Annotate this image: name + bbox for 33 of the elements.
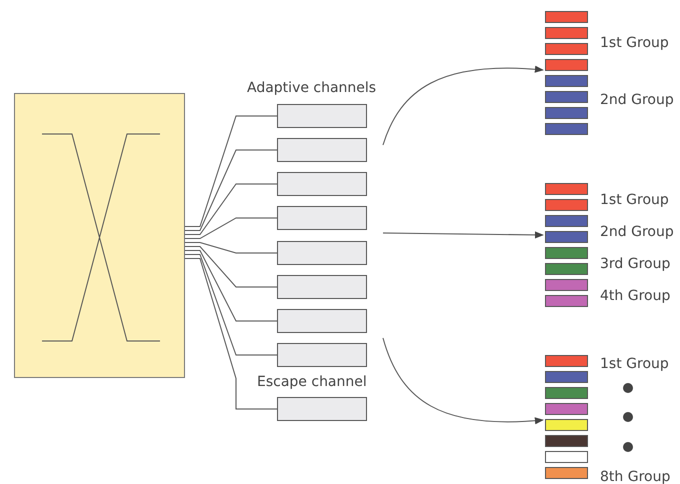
connector-line xyxy=(184,250,278,322)
channel-box xyxy=(277,138,367,162)
channel-box xyxy=(277,206,367,230)
group-label: 2nd Group xyxy=(600,92,674,108)
curved-arrow xyxy=(382,338,544,424)
channel-box xyxy=(277,343,367,367)
channel-box xyxy=(277,172,367,196)
group-label: 2nd Group xyxy=(600,224,674,240)
group-label: 1st Group xyxy=(600,192,669,208)
curved-arrow xyxy=(382,66,544,146)
section-heading: Escape channel xyxy=(257,374,367,390)
connector-line xyxy=(184,242,278,254)
group-label: 3rd Group xyxy=(600,256,670,272)
channel-box xyxy=(277,397,367,421)
group-label: 8th Group xyxy=(600,469,670,484)
curved-arrow xyxy=(382,231,544,238)
connector-line xyxy=(184,258,278,410)
connector-line xyxy=(184,218,278,239)
connector-line xyxy=(184,246,278,288)
channel-box xyxy=(277,309,367,333)
connector-line xyxy=(184,116,278,227)
bar-stack xyxy=(545,10,588,136)
channel-box xyxy=(277,275,367,299)
connector-line xyxy=(184,184,278,235)
bar-stack xyxy=(545,354,588,480)
bar-stack xyxy=(545,182,588,308)
channel-box xyxy=(277,241,367,265)
connector-line xyxy=(184,254,278,356)
channel-box xyxy=(277,104,367,128)
switch-box xyxy=(14,93,185,378)
connector-line xyxy=(184,150,278,231)
group-label: 1st Group xyxy=(600,356,669,372)
group-label: 1st Group xyxy=(600,35,669,51)
